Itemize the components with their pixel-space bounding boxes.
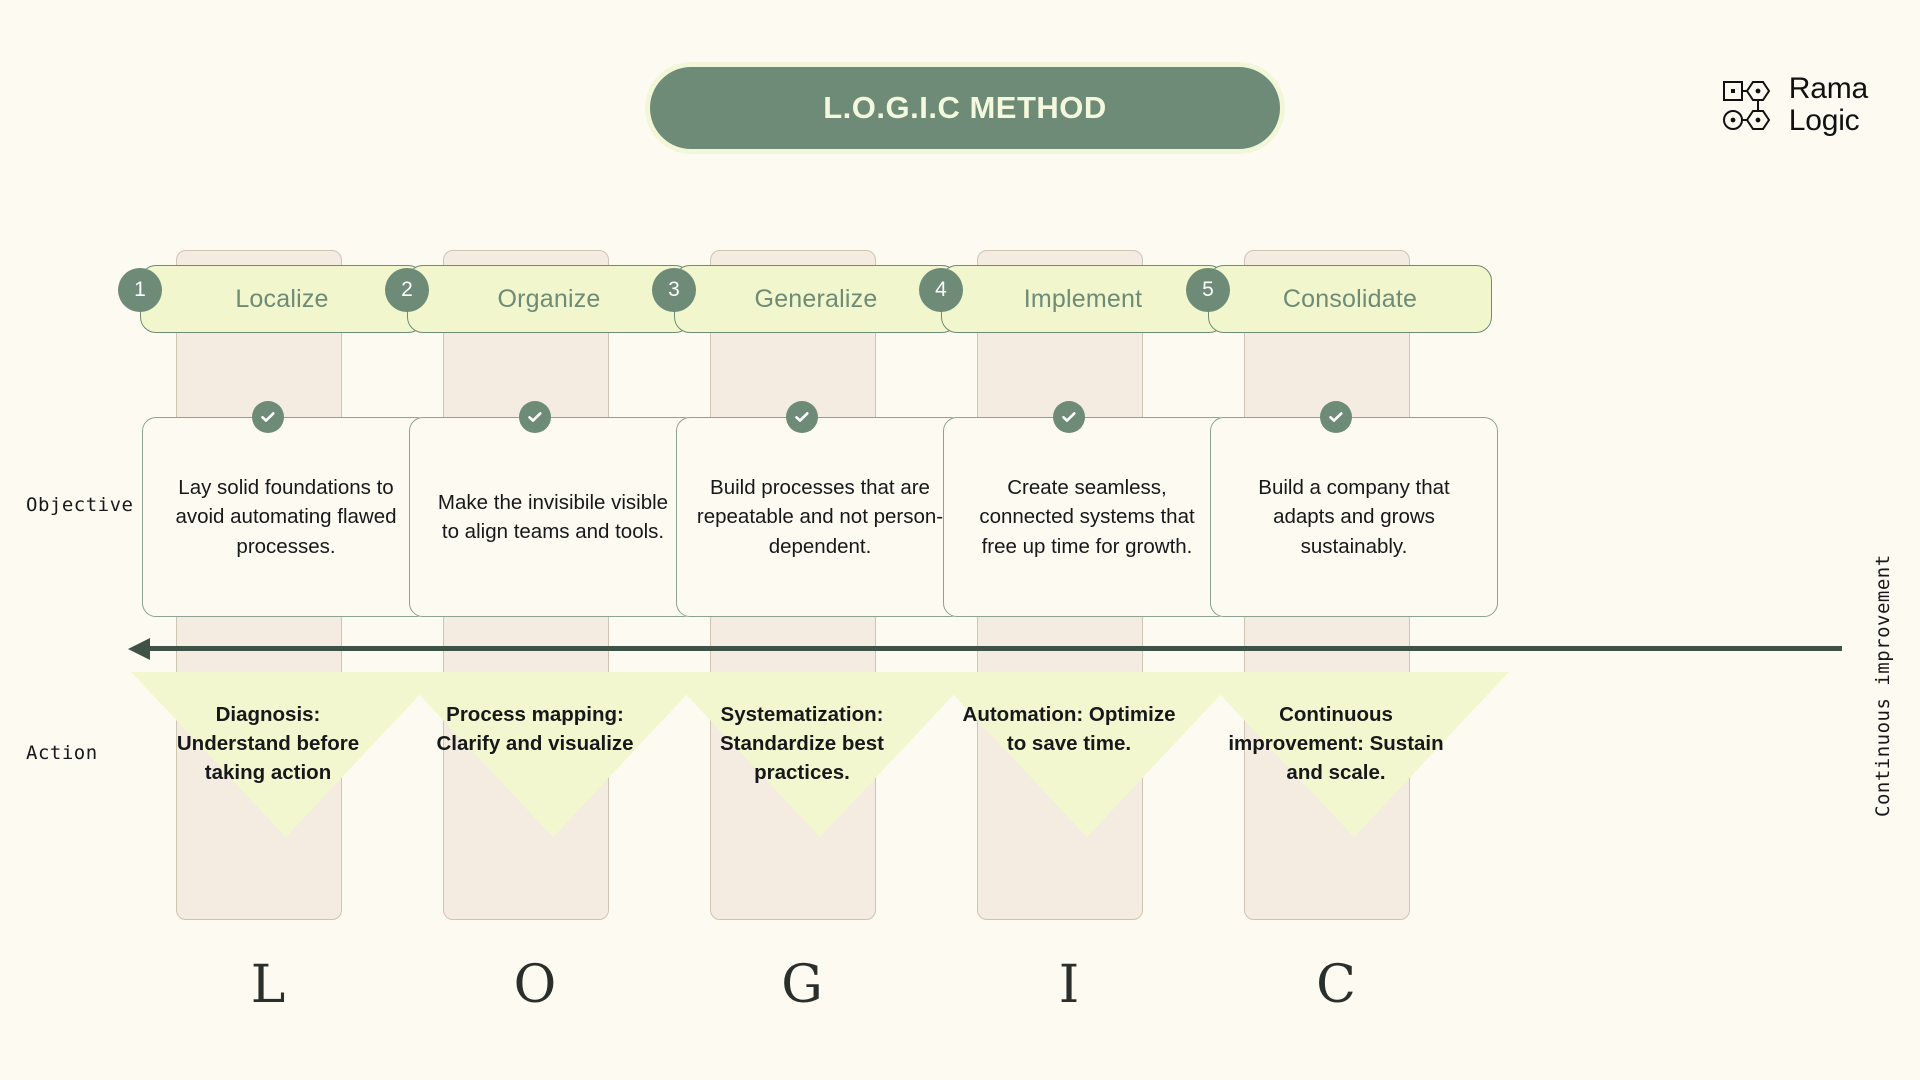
check-circle-icon xyxy=(786,401,818,433)
action-triangle xyxy=(665,672,975,837)
objective-text: Make the invisibile visible to align tea… xyxy=(437,490,669,543)
stage-pill-consolidate[interactable]: Consolidate xyxy=(1208,265,1492,333)
axis-label-objective: Objective xyxy=(26,494,134,516)
stage-number-text: 3 xyxy=(668,278,680,301)
objective-text: Build processes that are repeatable and … xyxy=(696,476,944,558)
action-text: Systematization: Standardize best practi… xyxy=(719,703,885,785)
diagram-title-pill: L.O.G.I.C METHOD xyxy=(645,62,1285,154)
continuous-improvement-arrow xyxy=(148,646,1842,651)
stage-name: Localize xyxy=(235,284,329,313)
stage-name: Implement xyxy=(1023,284,1143,313)
stage-pill-implement[interactable]: Implement xyxy=(941,265,1225,333)
stage-letter: G xyxy=(781,955,823,1015)
action-triangle xyxy=(398,672,708,837)
left-arrow-icon xyxy=(128,638,150,660)
stage-number-badge: 3 xyxy=(652,268,696,312)
stage-pill-localize[interactable]: Localize xyxy=(140,265,424,333)
objective-card: Build processes that are repeatable and … xyxy=(676,417,964,617)
stage-letter: O xyxy=(513,955,557,1015)
objective-card: Build a company that adapts and grows su… xyxy=(1210,417,1498,617)
objective-text: Create seamless, connected systems that … xyxy=(979,476,1195,558)
action-text: Process mapping: Clarify and visualize xyxy=(436,703,634,756)
stage-number-text: 4 xyxy=(935,278,947,301)
stage-pill-organize[interactable]: Organize xyxy=(407,265,691,333)
action-text: Diagnosis: Understand before taking acti… xyxy=(176,703,360,785)
check-circle-icon xyxy=(1053,401,1085,433)
brand-name-line1: Rama xyxy=(1788,72,1868,105)
stage-number-badge: 4 xyxy=(919,268,963,312)
brand-lockup: Rama Logic xyxy=(1721,72,1868,138)
action-triangle xyxy=(131,672,441,837)
stage-number-badge: 1 xyxy=(118,268,162,312)
stage-number-text: 1 xyxy=(134,278,146,301)
check-circle-icon xyxy=(519,401,551,433)
action-triangle xyxy=(1199,672,1509,837)
action-text: Continuous improvement: Sustain and scal… xyxy=(1228,703,1444,785)
objective-text: Build a company that adapts and grows su… xyxy=(1258,476,1450,558)
stage-number-text: 2 xyxy=(401,278,413,301)
check-circle-icon xyxy=(1320,401,1352,433)
objective-card: Create seamless, connected systems that … xyxy=(943,417,1231,617)
stage-letter: C xyxy=(1316,955,1356,1015)
brand-name: Rama Logic xyxy=(1788,72,1868,138)
stage-name: Organize xyxy=(497,284,601,313)
stage-number-badge: 2 xyxy=(385,268,429,312)
brand-name-line2: Logic xyxy=(1788,104,1860,138)
action-triangle xyxy=(932,672,1242,837)
stage-number-badge: 5 xyxy=(1186,268,1230,312)
action-text: Automation: Optimize to save time. xyxy=(962,703,1176,756)
objective-card: Lay solid foundations to avoid automatin… xyxy=(142,417,430,617)
stage-name: Generalize xyxy=(754,284,878,313)
page-title: L.O.G.I.C METHOD xyxy=(823,90,1107,125)
node-network-icon xyxy=(1721,76,1779,134)
check-circle-icon xyxy=(252,401,284,433)
objective-text: Lay solid foundations to avoid automatin… xyxy=(175,476,397,558)
stage-letter: I xyxy=(1058,955,1080,1015)
stage-number-text: 5 xyxy=(1202,278,1214,301)
stage-name: Consolidate xyxy=(1282,284,1418,313)
axis-label-action: Action xyxy=(26,742,98,764)
stage-letter: L xyxy=(250,955,286,1015)
stage-pill-generalize[interactable]: Generalize xyxy=(674,265,958,333)
objective-card: Make the invisibile visible to align tea… xyxy=(409,417,697,617)
